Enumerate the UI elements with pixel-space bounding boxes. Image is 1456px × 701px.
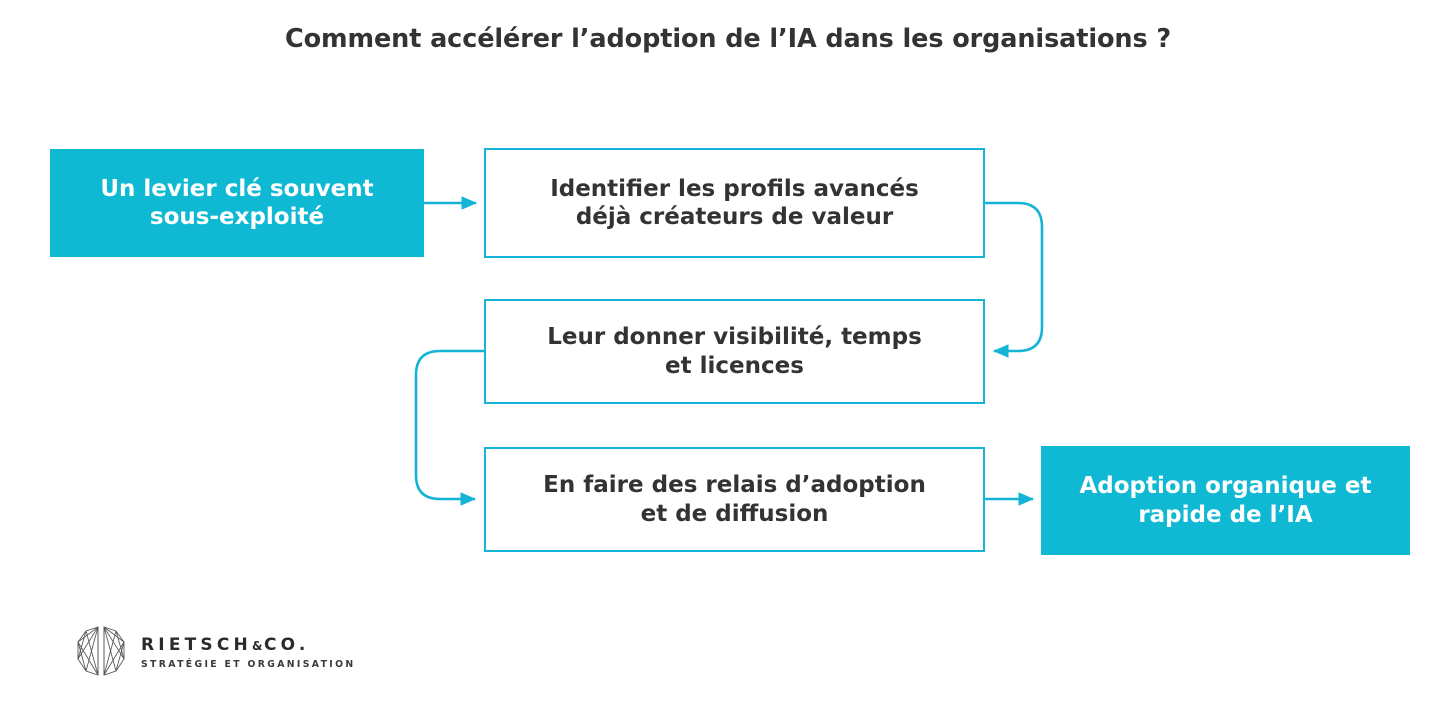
logo-ampersand: &: [251, 638, 264, 653]
logo-wordmark-main: RIETSCH: [141, 634, 252, 655]
flow-node-start-label: Un levier clé souvent sous-exploité: [100, 175, 374, 230]
logo-tagline: STRATÉGIE ET ORGANISATION: [141, 658, 356, 670]
flow-node-step-3[interactable]: En faire des relais d’adoption et de dif…: [484, 447, 985, 552]
brand-logo: RIETSCH&CO. STRATÉGIE ET ORGANISATION: [75, 622, 356, 680]
flow-node-step-2-label: Leur donner visibilité, temps et licence…: [547, 324, 922, 379]
connector-step-1-to-step-2: [985, 201, 1044, 358]
logo-text-block: RIETSCH&CO. STRATÉGIE ET ORGANISATION: [141, 633, 356, 669]
flow-node-step-3-label: En faire des relais d’adoption et de dif…: [543, 472, 926, 527]
logo-wordmark-suffix: CO.: [263, 634, 310, 655]
flow-node-outcome-label: Adoption organique et rapide de l’IA: [1079, 473, 1372, 528]
flow-node-step-1[interactable]: Identifier les profils avancés déjà créa…: [484, 148, 985, 258]
connector-step-2-to-step-3: [414, 349, 484, 506]
page-title: Comment accélérer l’adoption de l’IA dan…: [284, 24, 1172, 54]
flow-node-step-2[interactable]: Leur donner visibilité, temps et licence…: [484, 299, 985, 404]
flow-node-step-1-label: Identifier les profils avancés déjà créa…: [550, 175, 919, 230]
shield-logo-icon: [77, 626, 125, 676]
logo-wordmark: RIETSCH&CO.: [141, 634, 356, 655]
flow-node-start[interactable]: Un levier clé souvent sous-exploité: [50, 149, 424, 257]
flow-node-outcome[interactable]: Adoption organique et rapide de l’IA: [1041, 446, 1410, 555]
